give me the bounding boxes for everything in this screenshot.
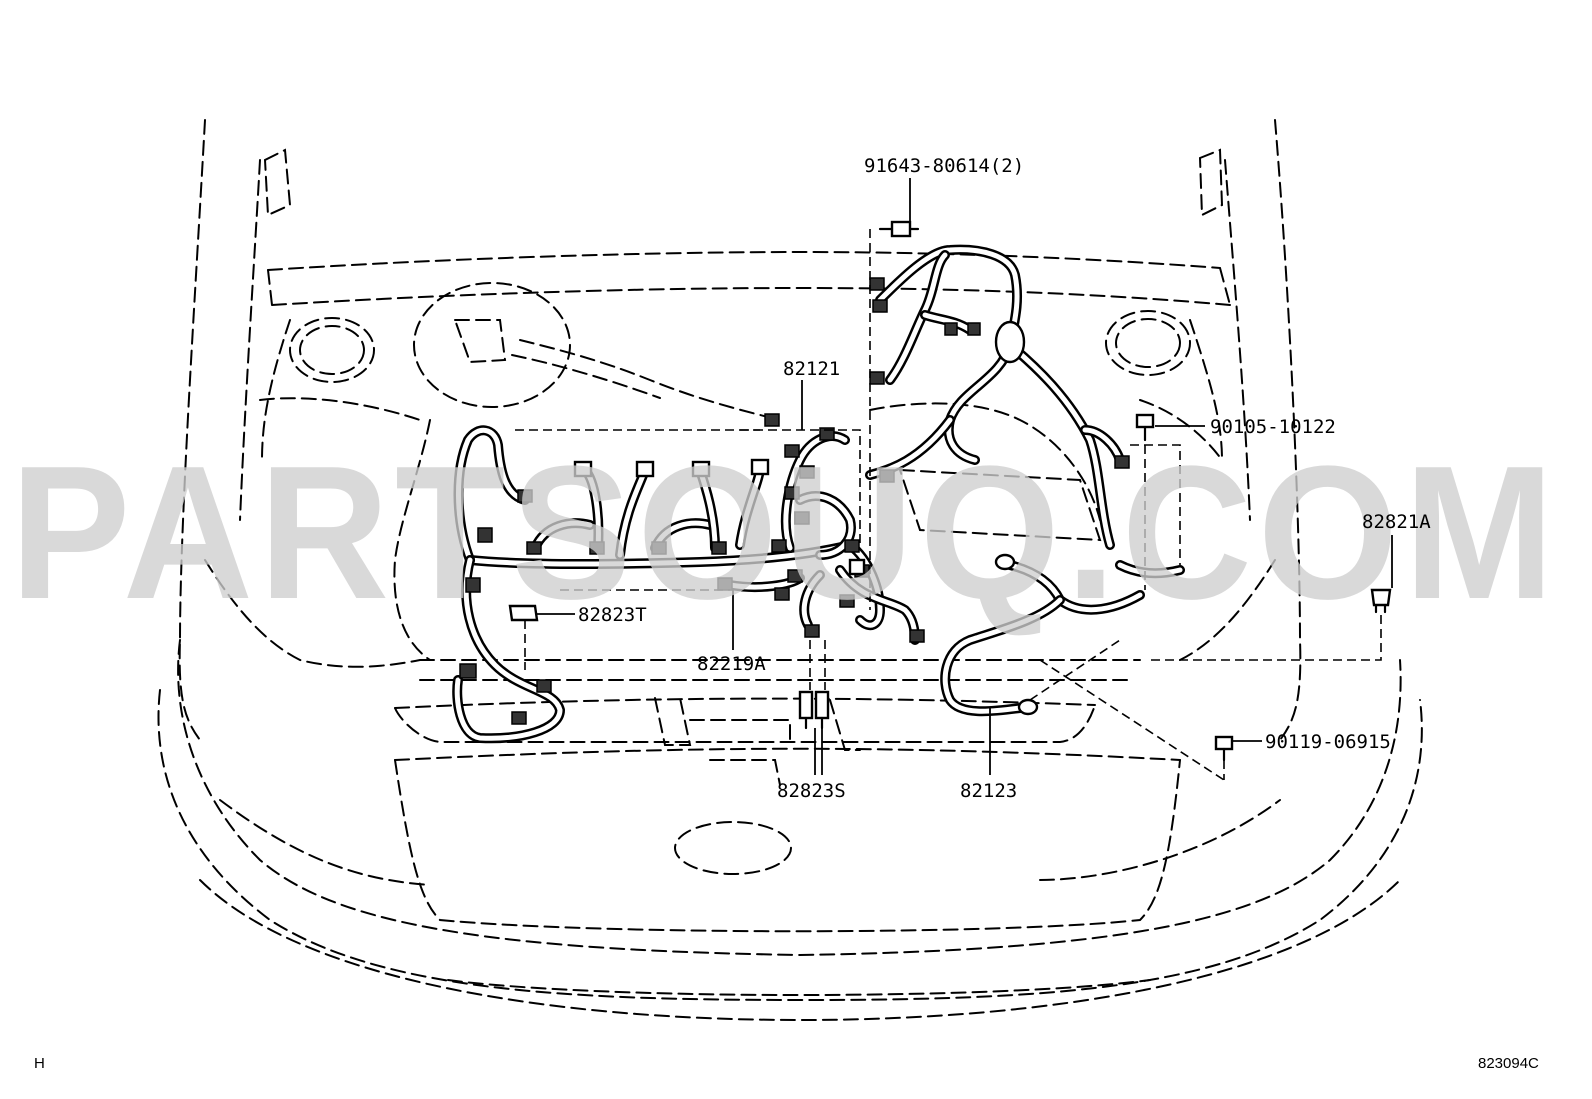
diagram-code: 823094C <box>1478 1055 1539 1072</box>
clip-82823t-icon <box>508 604 539 670</box>
part-label-91643-80614[interactable]: 91643-80614(2) <box>864 155 1024 177</box>
part-label-82219a[interactable]: 82219A <box>697 653 766 675</box>
part-label-82821a[interactable]: 82821A <box>1362 511 1431 533</box>
connectors <box>459 277 1130 725</box>
corner-label-left: H <box>34 1055 45 1072</box>
fuse-82823s-icon <box>798 640 830 730</box>
part-label-82121[interactable]: 82121 <box>783 358 840 380</box>
reference-line <box>740 429 861 545</box>
part-labels: 91643-80614(2) 82121 90105-10122 82821A … <box>578 155 1431 802</box>
cowl-wire-harness[interactable] <box>865 244 1125 550</box>
vehicle-outline <box>157 119 1423 1022</box>
bolt-91643-icon <box>869 220 920 610</box>
watermark: PARTSOUQ.COM <box>10 427 1560 639</box>
part-label-82823t[interactable]: 82823T <box>578 604 647 626</box>
leader-lines <box>537 178 1393 775</box>
part-label-90119-06915[interactable]: 90119-06915 <box>1265 731 1391 753</box>
battery-cable-82123[interactable] <box>940 553 1185 717</box>
clip-82821a-icon <box>1150 588 1392 661</box>
part-label-90105-10122[interactable]: 90105-10122 <box>1210 416 1336 438</box>
bolt-90105-icon <box>1130 413 1181 590</box>
part-label-82123[interactable]: 82123 <box>960 780 1017 802</box>
part-label-82823s[interactable]: 82823S <box>777 780 846 802</box>
bolt-90119-icon <box>1029 639 1234 781</box>
